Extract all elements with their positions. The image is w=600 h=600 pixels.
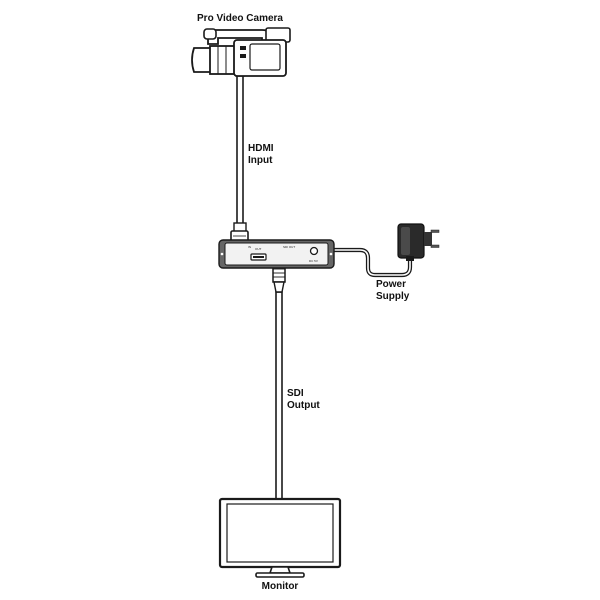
sdi-output-label-line2: Output (287, 400, 320, 411)
hdmi-cable (235, 69, 245, 225)
screw-right (329, 252, 333, 256)
port-label-dc: DC 5V (309, 259, 318, 263)
port-label-sdi-out: SDI OUT (283, 245, 295, 249)
monitor-screen (226, 503, 334, 563)
port-label-out: OUT (255, 247, 262, 251)
screw-left (220, 252, 224, 256)
hdmi-input-label-line2: Input (248, 155, 273, 166)
power-supply-label-line1: Power (376, 279, 406, 290)
port-label-hdmi-in: IN (248, 245, 251, 249)
monitor-device (218, 497, 342, 578)
monitor-label: Monitor (262, 581, 299, 592)
sdi-output-label-line1: SDI (287, 388, 304, 399)
power-supply-label-line2: Supply (376, 291, 410, 302)
monitor-stand (268, 566, 292, 574)
camera-label: Pro Video Camera (197, 13, 283, 24)
hdmi-input-label-line1: HDMI (248, 143, 274, 154)
converter-device: IN OUT SDI OUT DC 5V (218, 239, 335, 269)
monitor-base (255, 572, 305, 578)
power-adapter (397, 223, 440, 261)
sdi-cable (271, 254, 287, 503)
dc-port (309, 246, 319, 256)
pro-video-camera (191, 27, 291, 77)
